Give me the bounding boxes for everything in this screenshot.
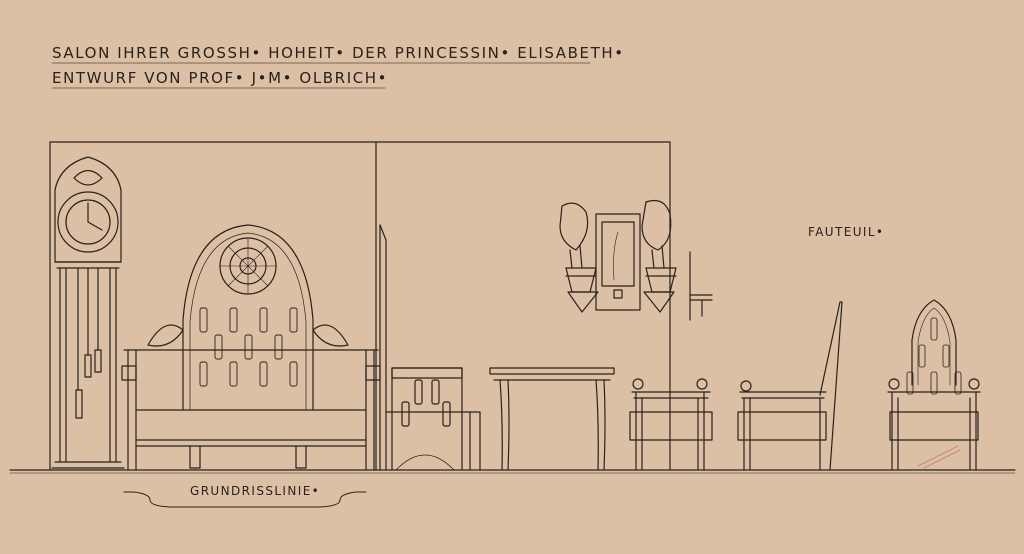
plant-icon: [559, 202, 599, 313]
clock-icon: [51, 156, 125, 469]
fauteuil: [887, 299, 981, 471]
grundrisslinie-bracket: [123, 491, 367, 508]
drawing-title: SALON IHRER GROSSH• HOHEIT• DER PRINCESS…: [52, 44, 625, 62]
plant-icon: [641, 199, 677, 313]
drawing-subtitle: ENTWURF VON PROF• J•M• OLBRICH•: [52, 69, 389, 87]
table: [489, 367, 615, 471]
red-smudge: [917, 445, 961, 469]
grundrisslinie-label: GRUNDRISSLINIE•: [190, 484, 321, 498]
mirror-icon: [595, 213, 641, 311]
ground-line: [9, 469, 1016, 474]
wall-outline: [49, 141, 671, 471]
wall-bracket: [689, 251, 713, 321]
title-rules: [51, 62, 591, 89]
fauteuil-label: FAUTEUIL•: [808, 225, 885, 239]
armchair-front: [629, 378, 713, 471]
rosette-icon: [219, 237, 277, 295]
settee: [121, 224, 381, 471]
side-chair: [379, 224, 481, 471]
settee-ornaments: [199, 307, 298, 387]
armchair-side: [737, 301, 843, 471]
